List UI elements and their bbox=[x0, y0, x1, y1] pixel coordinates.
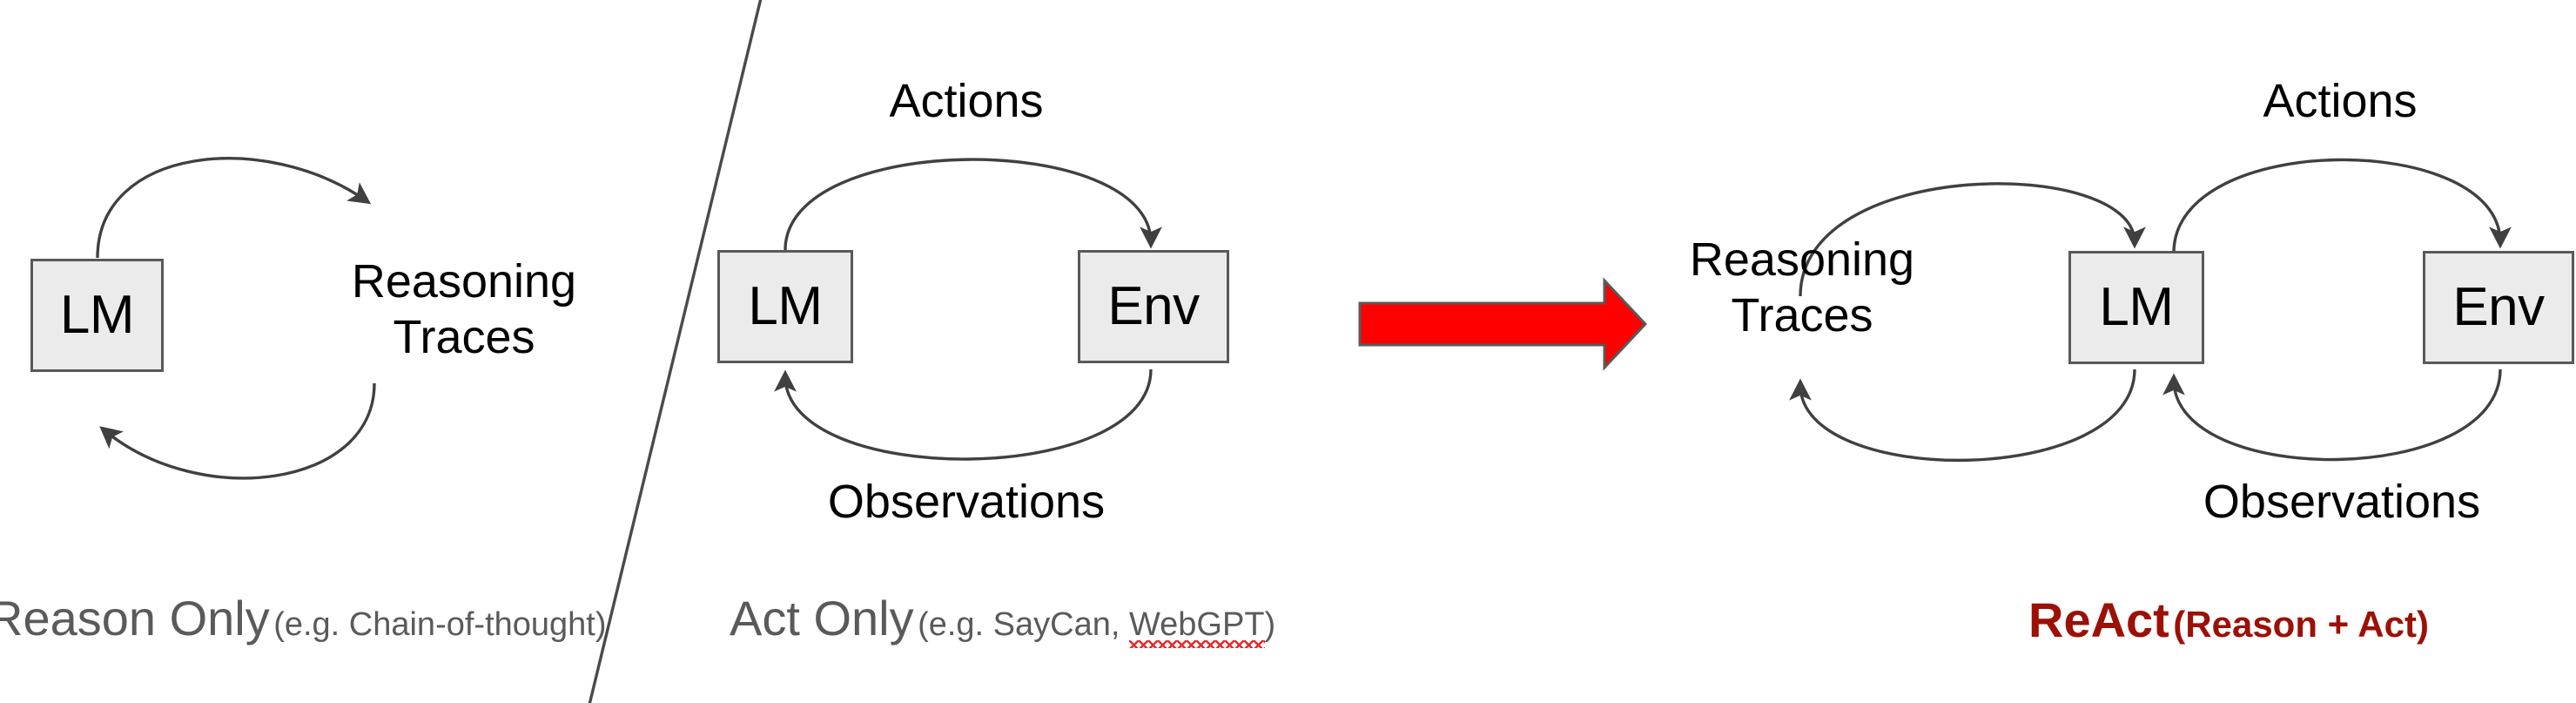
react-edges bbox=[1789, 158, 2512, 462]
node-label: LM bbox=[2099, 277, 2174, 337]
label-line-1: Reasoning bbox=[1689, 233, 1915, 286]
caption-main-text: Reason Only bbox=[0, 591, 270, 646]
caption-sub-prefix: (e.g. SayCan, bbox=[918, 606, 1129, 643]
caption-sub-text: (e.g. Chain-of-thought) bbox=[273, 606, 607, 643]
reason-only-reasoning-traces-label: Reasoning Traces bbox=[338, 254, 590, 365]
reason-only-lm-node[interactable]: LM bbox=[30, 259, 164, 372]
edge-lm-to-reasoning bbox=[96, 157, 372, 259]
node-label: LM bbox=[59, 285, 135, 345]
react-reasoning-traces-label: Reasoning Traces bbox=[1671, 233, 1933, 343]
label-line-1: Observations bbox=[2203, 476, 2481, 528]
label-line-1: Actions bbox=[889, 75, 1044, 127]
edge-react-lm-to-reasoning-bottom bbox=[1789, 368, 2136, 462]
edge-reasoning-to-lm bbox=[99, 382, 376, 480]
caption-sub-suffix: ) bbox=[1264, 606, 1276, 643]
caption-main-text: Act Only bbox=[730, 591, 914, 646]
edge-observations-env-to-lm bbox=[774, 368, 1153, 461]
panel-divider-line bbox=[588, 0, 763, 703]
act-only-observations-label: Observations bbox=[792, 475, 1140, 531]
react-caption: ReAct (Reason + Act) bbox=[2028, 596, 2429, 645]
react-observations-label: Observations bbox=[2168, 475, 2516, 531]
label-line-2: Traces bbox=[1731, 288, 1873, 341]
act-only-actions-label: Actions bbox=[836, 74, 1097, 130]
edge-actions-lm-to-env bbox=[784, 158, 1162, 251]
react-caption-sub: (Reason + Act) bbox=[2173, 604, 2429, 645]
react-actions-label: Actions bbox=[2209, 74, 2471, 130]
react-caption-main: ReAct bbox=[2028, 592, 2169, 647]
edge-react-observations-env-to-lm bbox=[2162, 368, 2502, 462]
node-label: Env bbox=[2452, 277, 2545, 337]
edge-react-reasoning-to-lm-top bbox=[1799, 182, 2146, 297]
red-right-arrow bbox=[1358, 277, 1648, 371]
act-only-edges bbox=[774, 158, 1162, 461]
label-line-2: Traces bbox=[393, 310, 535, 363]
node-label: Env bbox=[1107, 276, 1200, 336]
label-line-1: Observations bbox=[827, 476, 1106, 528]
react-lm-node[interactable]: LM bbox=[2068, 251, 2204, 364]
label-line-1: Actions bbox=[2263, 75, 2418, 127]
act-only-env-node[interactable]: Env bbox=[1078, 250, 1229, 363]
act-only-lm-node[interactable]: LM bbox=[717, 250, 853, 363]
reason-only-caption: Reason Only (e.g. Chain-of-thought) bbox=[0, 594, 607, 643]
react-env-node[interactable]: Env bbox=[2423, 251, 2574, 364]
node-label: LM bbox=[748, 276, 823, 336]
act-only-caption: Act Only (e.g. SayCan, WebGPT) bbox=[730, 591, 1276, 648]
label-line-1: Reasoning bbox=[351, 255, 577, 308]
reason-only-edges bbox=[96, 157, 376, 480]
edge-react-actions-lm-to-env bbox=[2172, 158, 2512, 253]
caption-sub-misspelled-word: WebGPT bbox=[1128, 606, 1265, 648]
